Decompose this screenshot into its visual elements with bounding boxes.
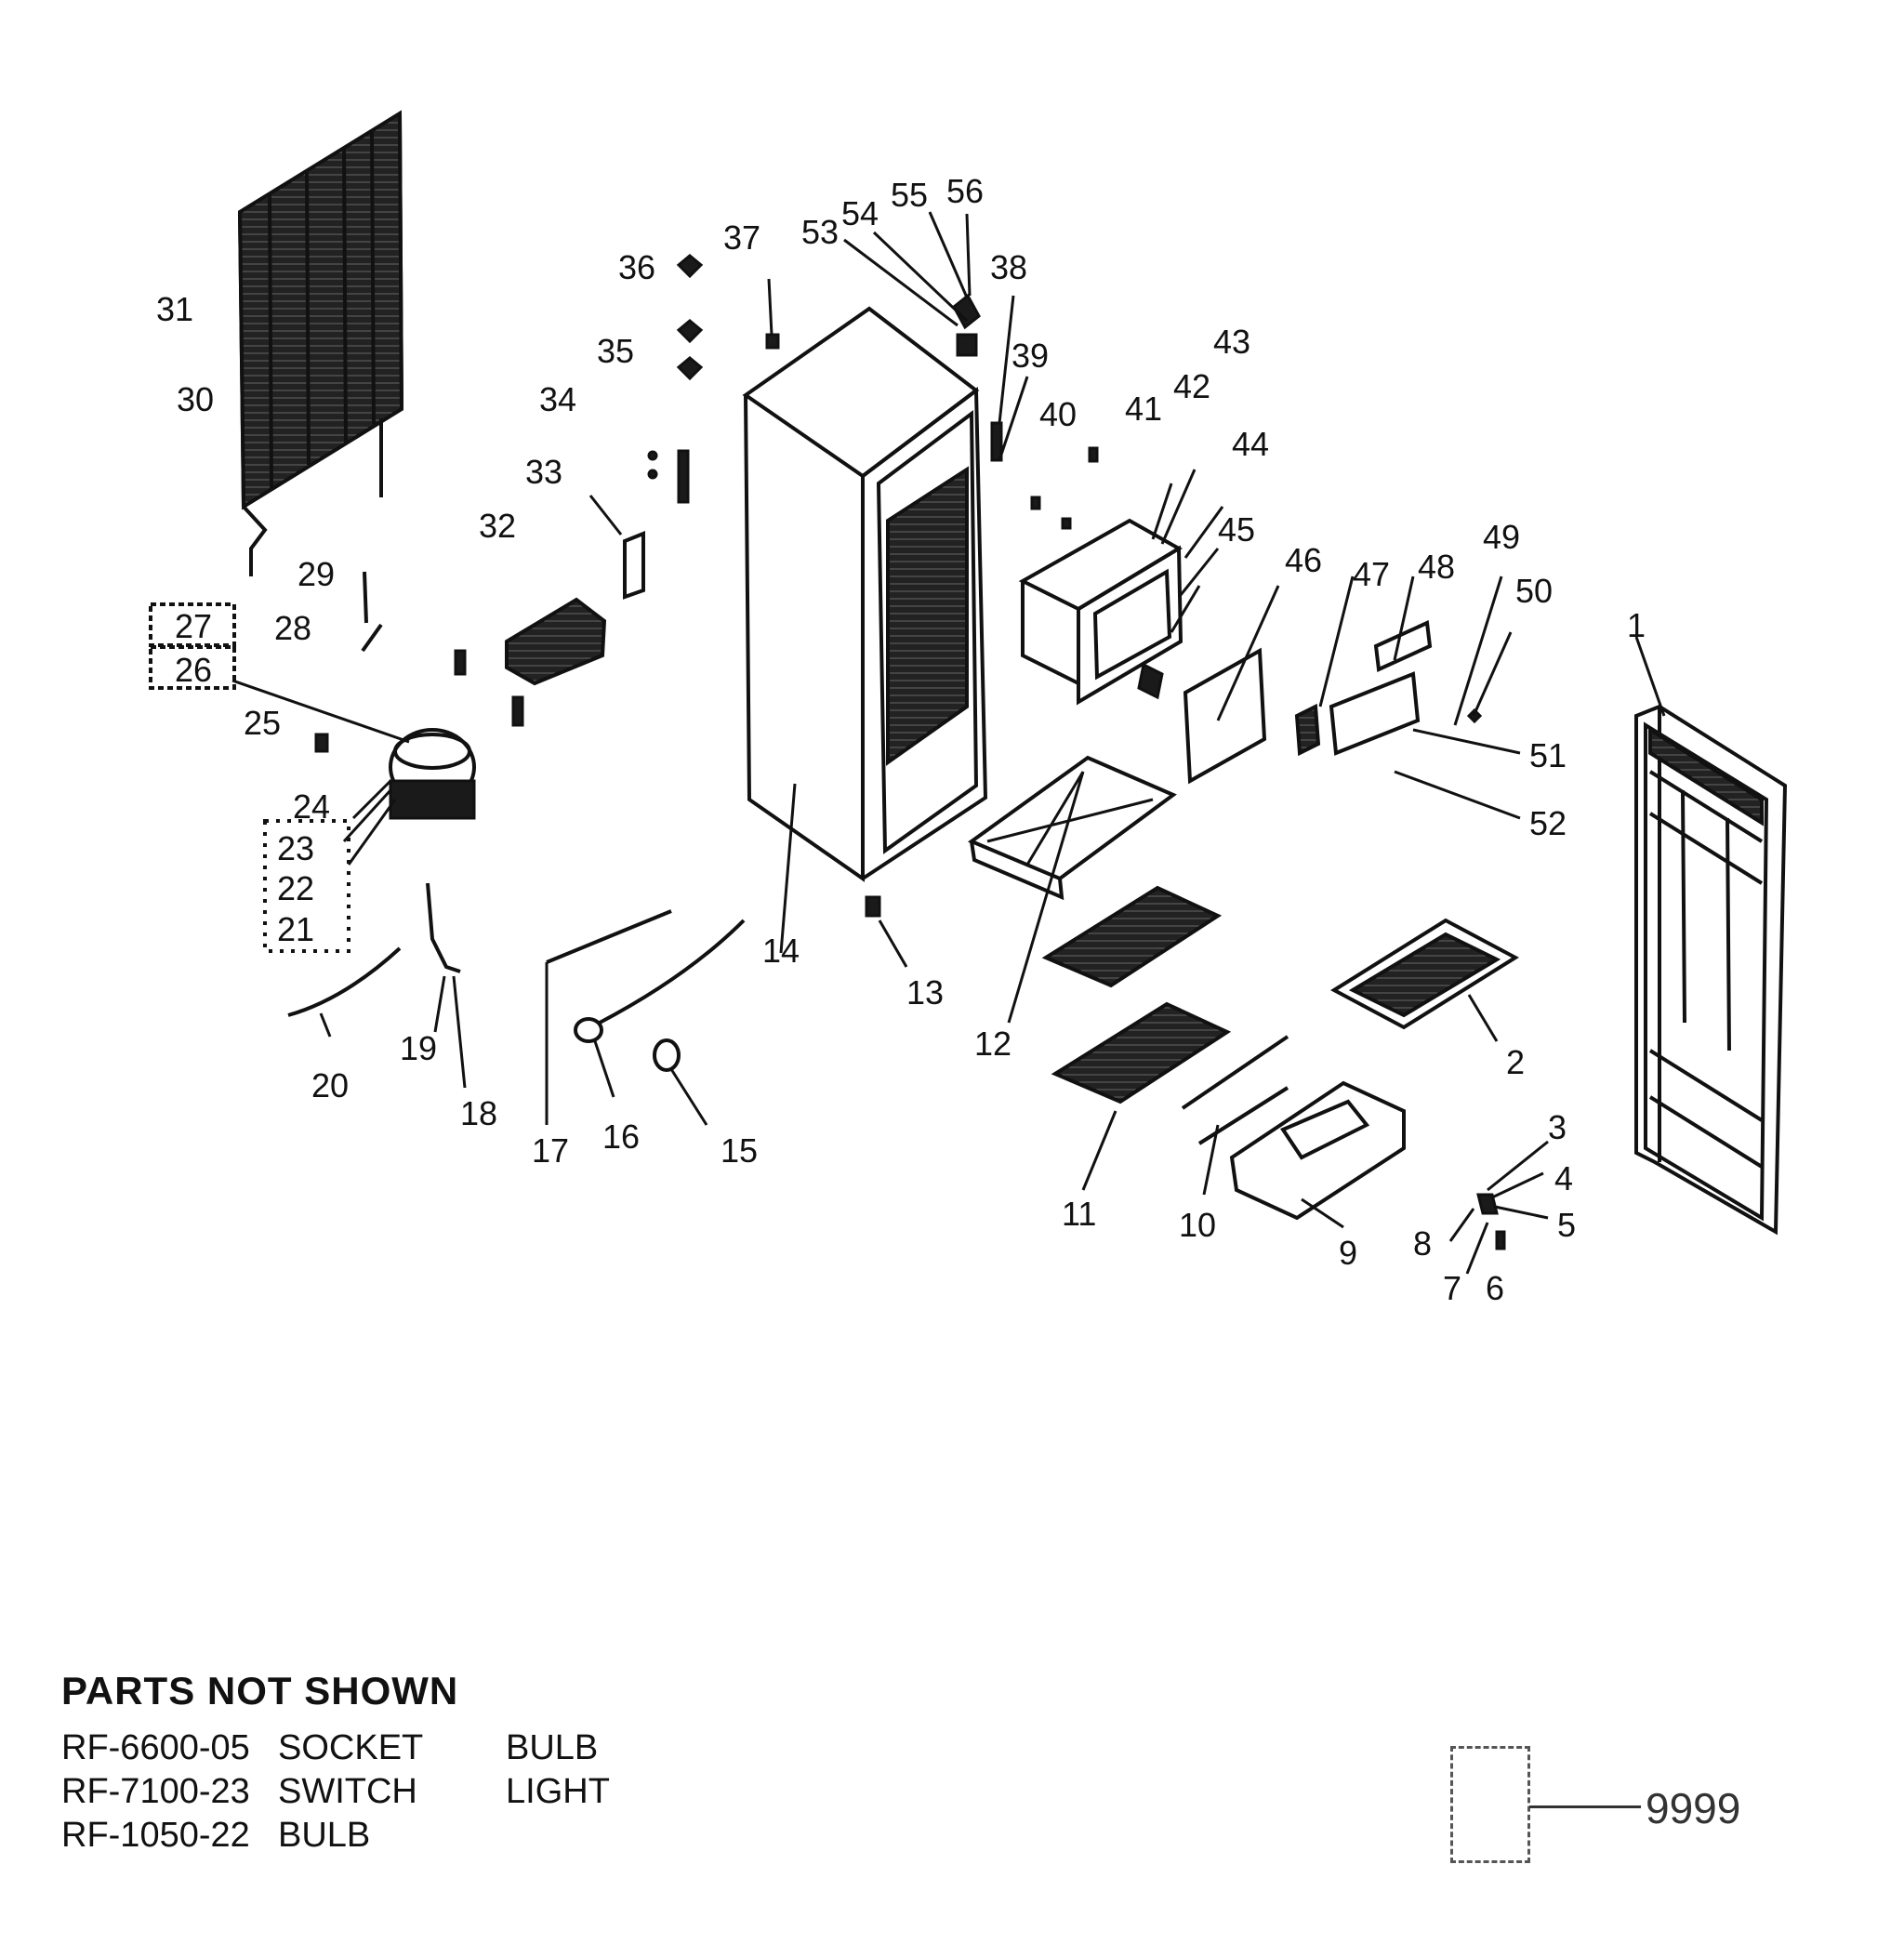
part-name: SWITCH bbox=[278, 1772, 417, 1811]
label-37: 37 bbox=[723, 218, 760, 257]
label-51: 51 bbox=[1529, 736, 1567, 774]
label-2: 2 bbox=[1506, 1043, 1525, 1081]
label-52: 52 bbox=[1529, 804, 1567, 842]
label-17: 17 bbox=[532, 1131, 569, 1170]
label-4: 4 bbox=[1554, 1159, 1573, 1197]
dotted-label-group bbox=[263, 819, 350, 953]
drain-parts bbox=[545, 909, 746, 1126]
label-19: 19 bbox=[400, 1029, 437, 1067]
label-26: 26 bbox=[175, 651, 212, 689]
part-extra: LIGHT bbox=[506, 1772, 610, 1811]
label-32: 32 bbox=[479, 507, 516, 545]
label-55: 55 bbox=[891, 176, 928, 214]
label-33: 33 bbox=[525, 453, 562, 491]
freezer-door-panel bbox=[1183, 585, 1280, 785]
list-item: RF-6600-05 SOCKET BULB bbox=[61, 1726, 731, 1770]
label-40: 40 bbox=[1039, 395, 1077, 433]
label-9: 9 bbox=[1339, 1234, 1357, 1272]
exploded-parts-diagram: 1 2 3 4 5 6 7 8 9 10 11 12 13 14 15 16 1… bbox=[149, 110, 1788, 1307]
crisper-cover-tray bbox=[967, 755, 1177, 1024]
part-number: RF-6600-05 bbox=[61, 1728, 250, 1767]
label-43: 43 bbox=[1213, 323, 1250, 361]
label-21: 21 bbox=[277, 910, 314, 948]
label-25: 25 bbox=[244, 704, 281, 742]
label-35: 35 bbox=[597, 332, 634, 370]
part-labels: 1 2 3 4 5 6 7 8 9 10 11 12 13 14 15 16 1… bbox=[156, 172, 1646, 1307]
label-16: 16 bbox=[602, 1117, 640, 1156]
label-8: 8 bbox=[1413, 1224, 1432, 1263]
label-12: 12 bbox=[974, 1025, 1012, 1063]
label-36: 36 bbox=[618, 248, 655, 286]
label-49: 49 bbox=[1483, 518, 1520, 556]
label-31: 31 bbox=[156, 290, 193, 328]
reference-code-number: 9999 bbox=[1646, 1784, 1741, 1832]
part-number: RF-7100-23 bbox=[61, 1772, 250, 1811]
part-name: BULB bbox=[278, 1816, 371, 1855]
label-47: 47 bbox=[1353, 555, 1390, 593]
parts-not-shown-list: PARTS NOT SHOWN RF-6600-05 SOCKET BULB R… bbox=[61, 1669, 731, 1858]
label-20: 20 bbox=[311, 1066, 349, 1104]
label-14: 14 bbox=[762, 932, 800, 970]
label-30: 30 bbox=[177, 380, 214, 418]
label-24: 24 bbox=[293, 787, 330, 826]
reference-code: 9999 bbox=[1432, 1739, 1785, 1869]
tubing-set bbox=[287, 882, 467, 1089]
label-5: 5 bbox=[1557, 1206, 1576, 1244]
label-7: 7 bbox=[1443, 1269, 1461, 1307]
bottom-hinge-parts bbox=[1448, 1140, 1549, 1275]
label-11: 11 bbox=[1062, 1195, 1096, 1233]
part-extra: BULB bbox=[506, 1728, 599, 1767]
label-39: 39 bbox=[1012, 337, 1049, 375]
condenser-coil bbox=[237, 110, 404, 576]
label-34: 34 bbox=[539, 380, 576, 418]
list-item: RF-7100-23 SWITCH LIGHT bbox=[61, 1770, 731, 1814]
label-56: 56 bbox=[946, 172, 984, 210]
part-extra bbox=[506, 1814, 692, 1858]
label-6: 6 bbox=[1486, 1269, 1504, 1307]
label-22: 22 bbox=[277, 869, 314, 907]
upper-small-parts bbox=[505, 254, 780, 686]
top-hinge-parts bbox=[843, 211, 1029, 462]
label-29: 29 bbox=[298, 555, 335, 593]
leveling-foot bbox=[865, 895, 908, 968]
label-50: 50 bbox=[1515, 572, 1553, 610]
label-15: 15 bbox=[721, 1131, 758, 1170]
tube-parts bbox=[361, 571, 383, 653]
label-23: 23 bbox=[277, 829, 314, 867]
freezer-compartment bbox=[1018, 446, 1224, 706]
ice-tray bbox=[1330, 918, 1519, 1042]
label-42: 42 bbox=[1173, 367, 1210, 405]
crisper-rails bbox=[1181, 1035, 1289, 1196]
refrigerator-cabinet bbox=[742, 306, 988, 954]
manual-icon bbox=[1450, 1746, 1530, 1863]
parts-not-shown-title: PARTS NOT SHOWN bbox=[61, 1669, 459, 1713]
part-name: SOCKET bbox=[278, 1728, 424, 1767]
label-27: 27 bbox=[175, 607, 212, 645]
label-28: 28 bbox=[274, 609, 311, 647]
label-13: 13 bbox=[906, 973, 944, 1012]
label-18: 18 bbox=[460, 1094, 497, 1132]
label-38: 38 bbox=[990, 248, 1027, 286]
glass-shelves bbox=[1041, 885, 1232, 1191]
label-44: 44 bbox=[1232, 425, 1269, 463]
crisper-drawer bbox=[1229, 1080, 1406, 1229]
boxed-labels bbox=[149, 602, 410, 744]
label-48: 48 bbox=[1418, 548, 1455, 586]
label-53: 53 bbox=[801, 213, 839, 251]
control-parts bbox=[1294, 575, 1521, 820]
label-54: 54 bbox=[841, 194, 879, 232]
refrigerator-door bbox=[1634, 636, 1788, 1236]
label-45: 45 bbox=[1218, 510, 1255, 549]
leader-line bbox=[1529, 1805, 1641, 1808]
label-1: 1 bbox=[1627, 606, 1646, 644]
label-10: 10 bbox=[1179, 1206, 1216, 1244]
label-41: 41 bbox=[1125, 390, 1162, 428]
label-46: 46 bbox=[1285, 541, 1322, 579]
part-number: RF-1050-22 bbox=[61, 1816, 250, 1855]
list-item: RF-1050-22 BULB bbox=[61, 1814, 731, 1858]
label-3: 3 bbox=[1548, 1108, 1567, 1146]
compressor bbox=[314, 649, 524, 866]
